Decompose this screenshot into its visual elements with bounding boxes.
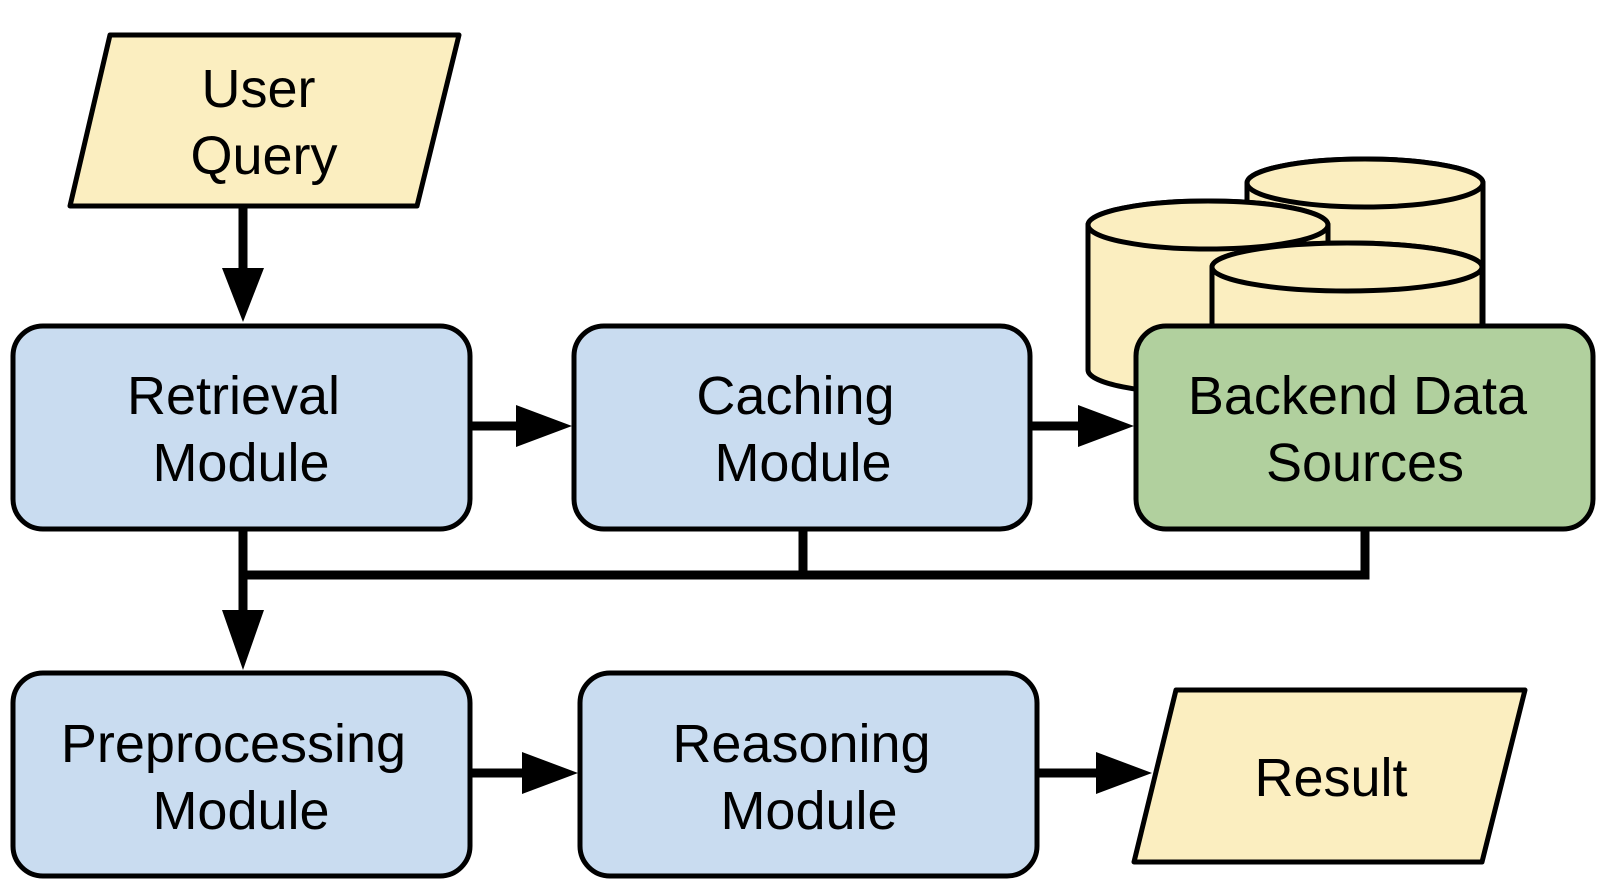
arrowhead-icon <box>222 268 264 322</box>
node-backend-data-sources: Backend Data Sources <box>1133 323 1596 532</box>
node-reasoning-line-1: Reasoning <box>672 714 930 774</box>
node-result: Result <box>1131 687 1528 865</box>
node-preprocessing-module: Preprocessing Module <box>10 670 473 879</box>
node-retrieval-module: Retrieval Module <box>10 323 473 532</box>
node-caching-module: Caching Module <box>571 323 1033 532</box>
node-result-label: Result <box>1254 748 1407 808</box>
node-reasoning-line-2: Module <box>720 781 897 841</box>
node-caching-line-1: Caching <box>696 366 894 426</box>
node-backend-line-2: Sources <box>1266 433 1464 493</box>
arrowhead-icon <box>222 610 264 670</box>
node-user-query-line-1: User <box>201 59 315 119</box>
node-backend-label: Backend Data Sources <box>1188 366 1542 493</box>
arrowhead-icon <box>1096 752 1152 794</box>
node-reasoning-label: Reasoning Module <box>672 714 945 841</box>
node-preprocessing-label: Preprocessing Module <box>61 714 421 841</box>
arrowhead-icon <box>1078 405 1134 447</box>
node-retrieval-line-2: Module <box>152 433 329 493</box>
node-user-query-line-2: Query <box>190 126 337 186</box>
arrowhead-icon <box>516 405 572 447</box>
node-backend-line-1: Backend Data <box>1188 366 1528 426</box>
node-caching-line-2: Module <box>714 433 891 493</box>
node-preprocessing-line-1: Preprocessing <box>61 714 406 774</box>
node-result-line-1: Result <box>1254 748 1407 808</box>
node-retrieval-label: Retrieval Module <box>127 366 355 493</box>
node-preprocessing-line-2: Module <box>152 781 329 841</box>
edges <box>222 207 1370 794</box>
node-user-query-label: User Query <box>190 59 337 186</box>
edge-backend-to-bus <box>243 530 1370 580</box>
arrowhead-icon <box>522 752 578 794</box>
node-user-query: User Query <box>67 32 462 209</box>
node-caching-label: Caching Module <box>696 366 909 493</box>
node-reasoning-module: Reasoning Module <box>577 670 1040 879</box>
node-retrieval-line-1: Retrieval <box>127 366 340 426</box>
